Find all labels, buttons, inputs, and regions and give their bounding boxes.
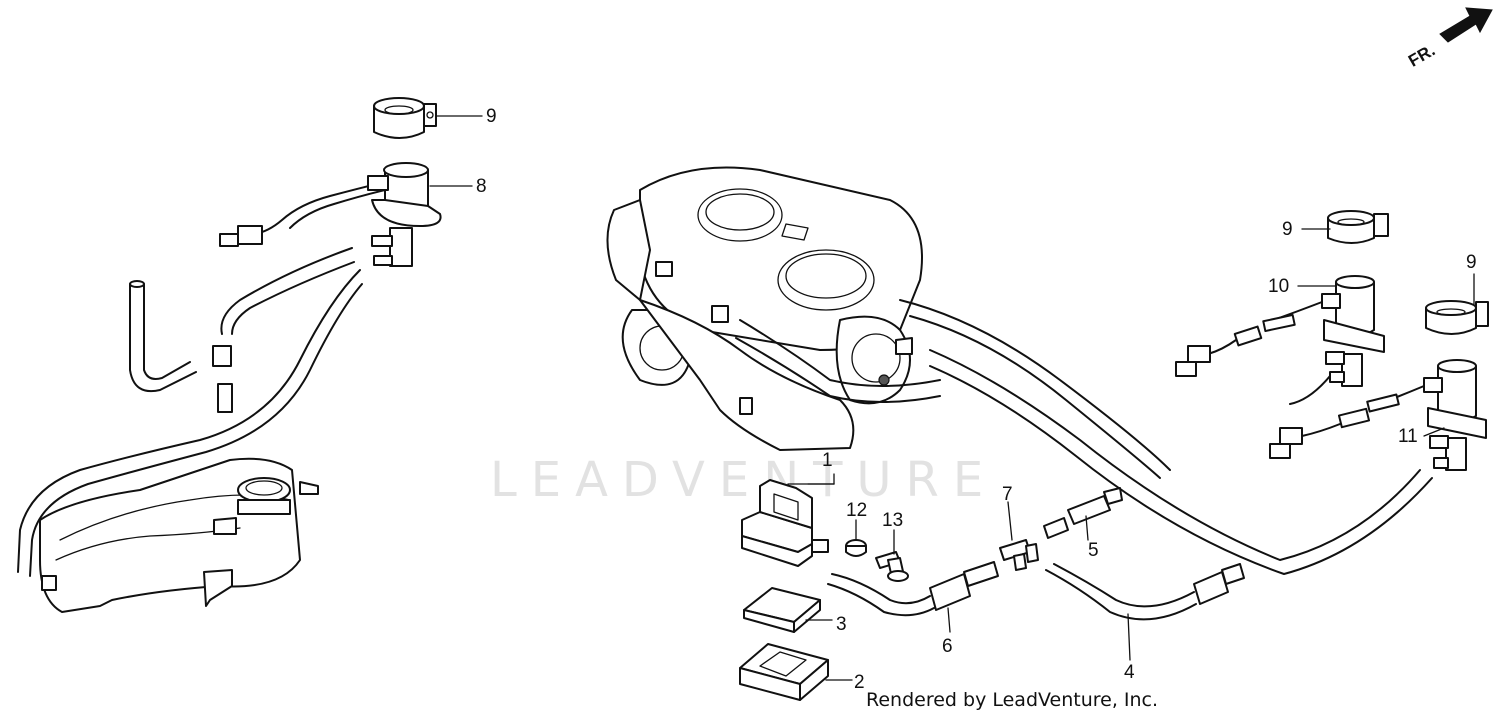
direction-label: FR. [1405, 41, 1438, 71]
solenoid-valve-10[interactable] [1175, 275, 1385, 405]
solenoid-valve-8[interactable] [219, 162, 442, 267]
holder-2[interactable] [739, 643, 829, 701]
leader-lines [429, 115, 1475, 681]
tube-4[interactable] [1045, 563, 1245, 621]
pad-3[interactable] [743, 587, 821, 633]
tube-6[interactable] [827, 561, 999, 617]
carburetor-assembly[interactable] [606, 166, 1433, 575]
callout-8: 8 [476, 176, 487, 197]
vacuum-hoses-left[interactable] [17, 247, 363, 577]
throttle-body-left[interactable] [39, 457, 319, 613]
callout-5: 5 [1088, 540, 1099, 561]
clamp-9-mid[interactable] [1327, 210, 1389, 244]
callout-6: 6 [942, 636, 953, 657]
callout-3: 3 [836, 614, 847, 635]
callout-9-mid: 9 [1282, 219, 1293, 240]
check-valve-5[interactable] [1043, 487, 1123, 539]
bracket-1[interactable] [741, 479, 829, 567]
bolt-13[interactable] [875, 551, 909, 582]
callout-7: 7 [1002, 484, 1013, 505]
callout-10: 10 [1268, 276, 1289, 297]
solenoid-valve-11[interactable] [1269, 359, 1487, 471]
joint-7[interactable] [999, 539, 1039, 571]
front-arrow-icon [1439, 7, 1493, 43]
callout-11: 11 [1398, 426, 1418, 447]
callout-13: 13 [882, 510, 903, 531]
clamp-9-left[interactable] [373, 97, 437, 139]
footer-credit: Rendered by LeadVenture, Inc. [866, 689, 1158, 711]
cap-nut-12[interactable] [845, 539, 867, 557]
clamp-9-right[interactable] [1425, 300, 1489, 335]
callout-12: 12 [846, 500, 867, 521]
callout-2: 2 [854, 672, 865, 693]
callout-9-right: 9 [1466, 252, 1477, 273]
callout-9-left: 9 [486, 106, 497, 127]
callout-4: 4 [1124, 662, 1135, 683]
watermark: LEADVENTURE [490, 452, 997, 508]
callout-1: 1 [822, 450, 833, 471]
